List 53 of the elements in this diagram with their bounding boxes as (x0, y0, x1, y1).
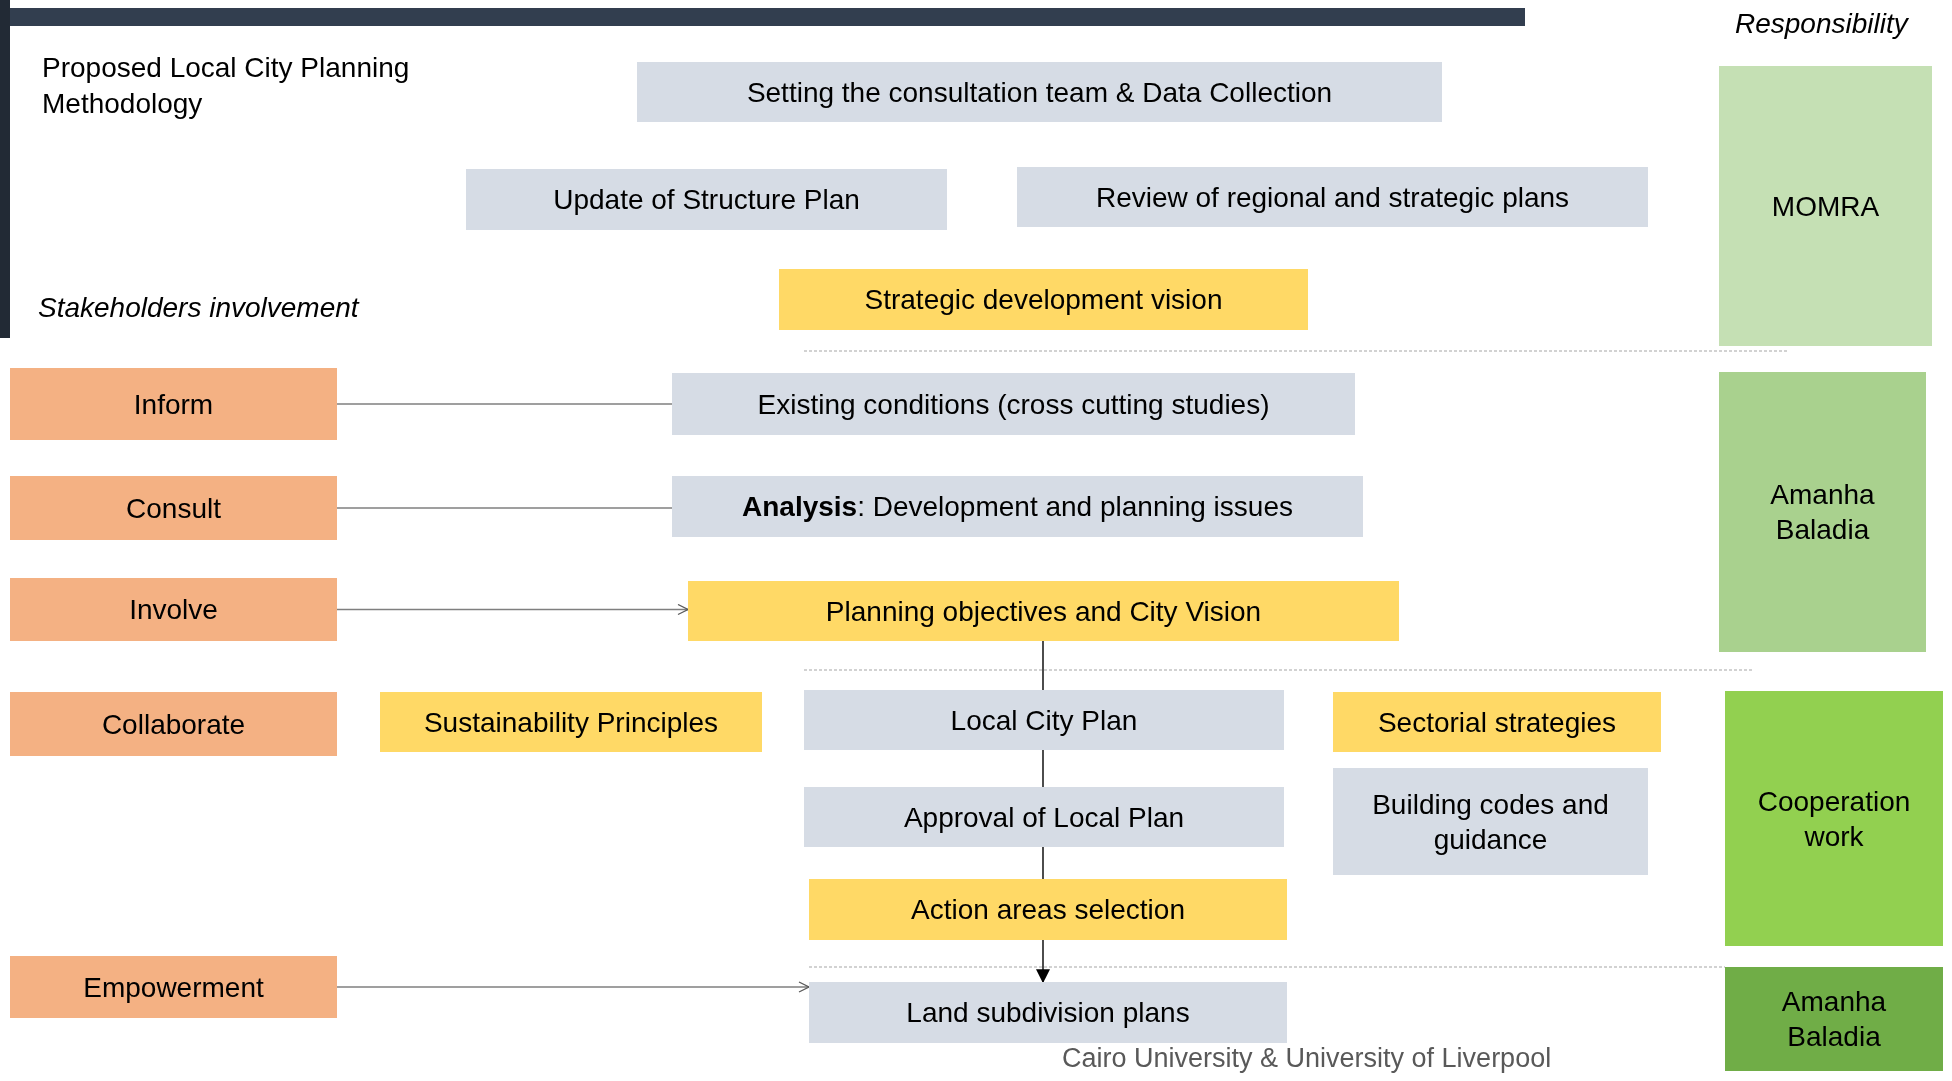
box-text: Analysis: Development and planning issues (742, 490, 1293, 524)
connector-arrow (336, 603, 689, 616)
process-box (809, 879, 1287, 940)
process-box (380, 692, 762, 752)
process-box (1333, 768, 1648, 875)
process-box (672, 373, 1355, 435)
box-text: Planning objectives and City Vision (825, 594, 1262, 629)
box-text: Amanha Baladia (1780, 985, 1888, 1054)
connector-arrow (336, 981, 810, 993)
box-text: Local City Plan (950, 703, 1138, 738)
process-box (466, 169, 947, 230)
column-heading: Stakeholders involvement (38, 292, 359, 324)
box-text: Building codes and guidance (1371, 787, 1610, 857)
stakeholder-box (10, 692, 337, 756)
box-text: Sustainability Principles (423, 705, 719, 740)
process-box (688, 581, 1399, 641)
column-heading: Responsibility (1735, 8, 1908, 40)
box-text: Approval of Local Plan (903, 800, 1185, 835)
box-text: Cooperation work (1756, 784, 1912, 854)
box-text: Collaborate (101, 707, 246, 742)
process-box (1017, 167, 1648, 227)
process-box (804, 787, 1284, 847)
stakeholder-box (10, 956, 337, 1018)
box-text: Land subdivision plans (906, 996, 1190, 1030)
box-text: MOMRA (1771, 189, 1880, 224)
box-text: Setting the consultation team & Data Collection (746, 75, 1333, 110)
diagram-title: Proposed Local City Planning Methodology (42, 51, 411, 122)
responsibility-box (1725, 691, 1943, 946)
box-text: Amanha Baladia (1769, 478, 1876, 547)
process-box (779, 269, 1308, 330)
responsibility-box (1725, 967, 1943, 1071)
responsibility-box (1719, 66, 1932, 346)
responsibility-box (1719, 372, 1926, 652)
box-text: Review of regional and strategic plans (1095, 180, 1570, 215)
box-text: Update of Structure Plan (553, 183, 860, 217)
box-text: Strategic development vision (864, 283, 1223, 317)
stakeholder-box (10, 368, 337, 440)
process-box (672, 476, 1363, 537)
box-text: Empowerment (83, 970, 264, 1005)
box-text: Sectorial strategies (1377, 705, 1617, 740)
process-box (809, 982, 1287, 1043)
stakeholder-box (10, 476, 337, 540)
process-box (637, 62, 1442, 122)
box-text: Inform (133, 387, 214, 422)
box-text: Consult (126, 491, 221, 526)
box-text: Existing conditions (cross cutting studies) (757, 387, 1270, 422)
process-box (1333, 692, 1661, 752)
credit-text: Cairo University & University of Liverpool (1062, 1043, 1552, 1074)
box-text: Involve (129, 593, 218, 627)
connector-arrow (1036, 939, 1050, 984)
process-box (804, 690, 1284, 750)
stakeholder-box (10, 578, 337, 641)
box-text: Action areas selection (911, 893, 1185, 927)
